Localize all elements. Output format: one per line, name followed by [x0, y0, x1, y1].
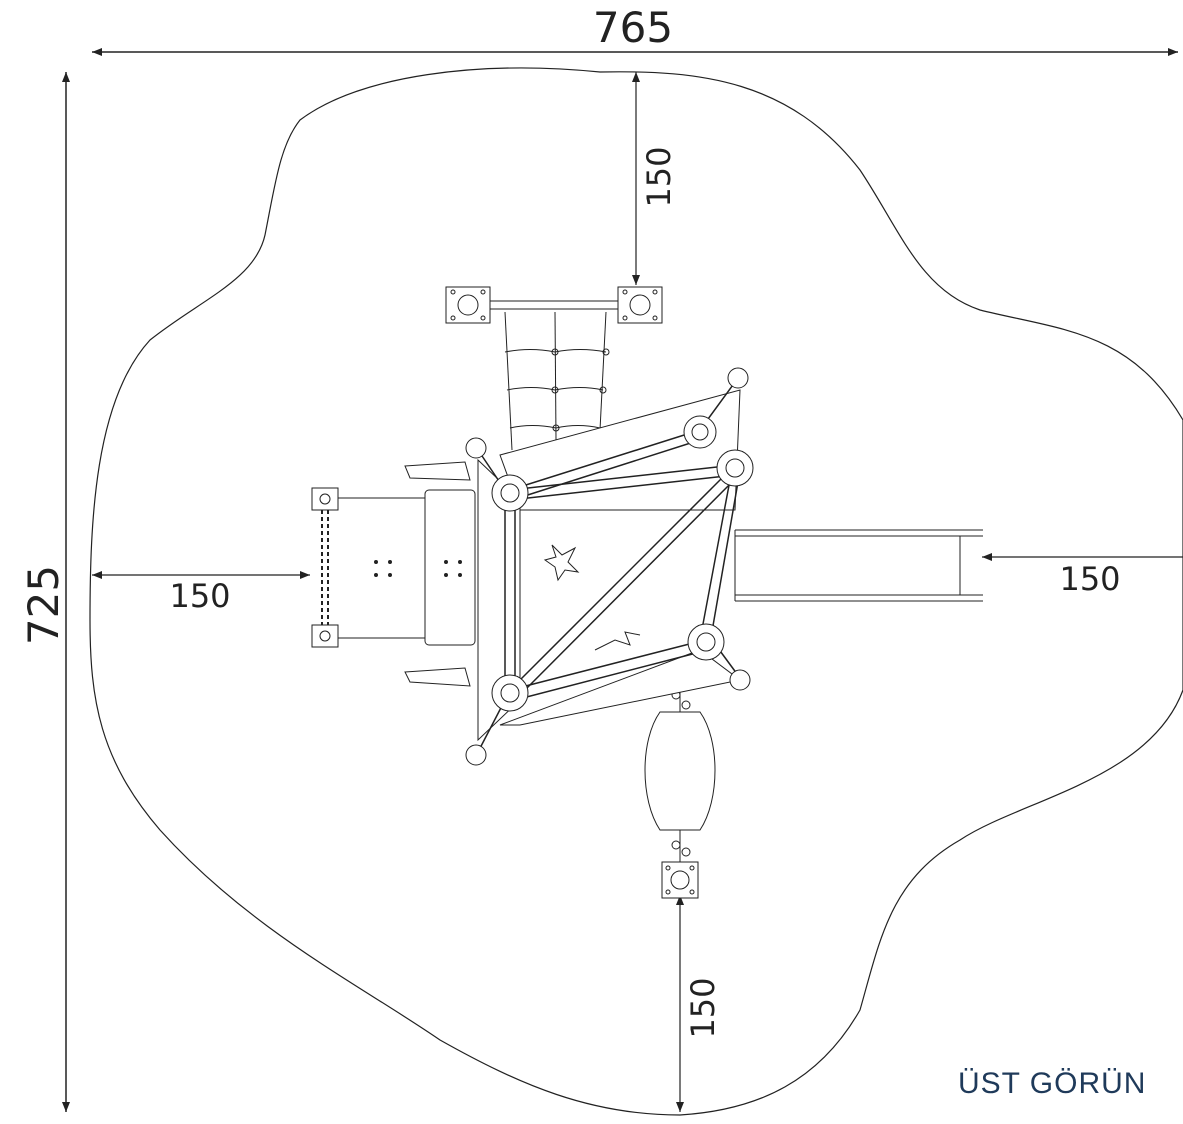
top-clearance-label: 150: [640, 146, 678, 207]
slide: [734, 529, 983, 602]
left-clearance-label: 150: [169, 577, 230, 615]
safety-zone-outline: [89, 67, 1183, 1116]
right-clearance-label: 150: [1059, 560, 1120, 598]
main-frame: [465, 367, 754, 766]
overall-width-label: 765: [593, 3, 673, 52]
left-step-platform: [311, 461, 476, 687]
rope-net: [504, 311, 610, 451]
overall-height-label: 725: [19, 565, 68, 645]
view-title: ÜST GÖRÜN: [958, 1067, 1147, 1100]
hammock-seat: [644, 680, 716, 899]
top-net-anchor: [445, 286, 663, 324]
bottom-clearance-label: 150: [684, 977, 722, 1038]
play-structure: [311, 286, 983, 899]
